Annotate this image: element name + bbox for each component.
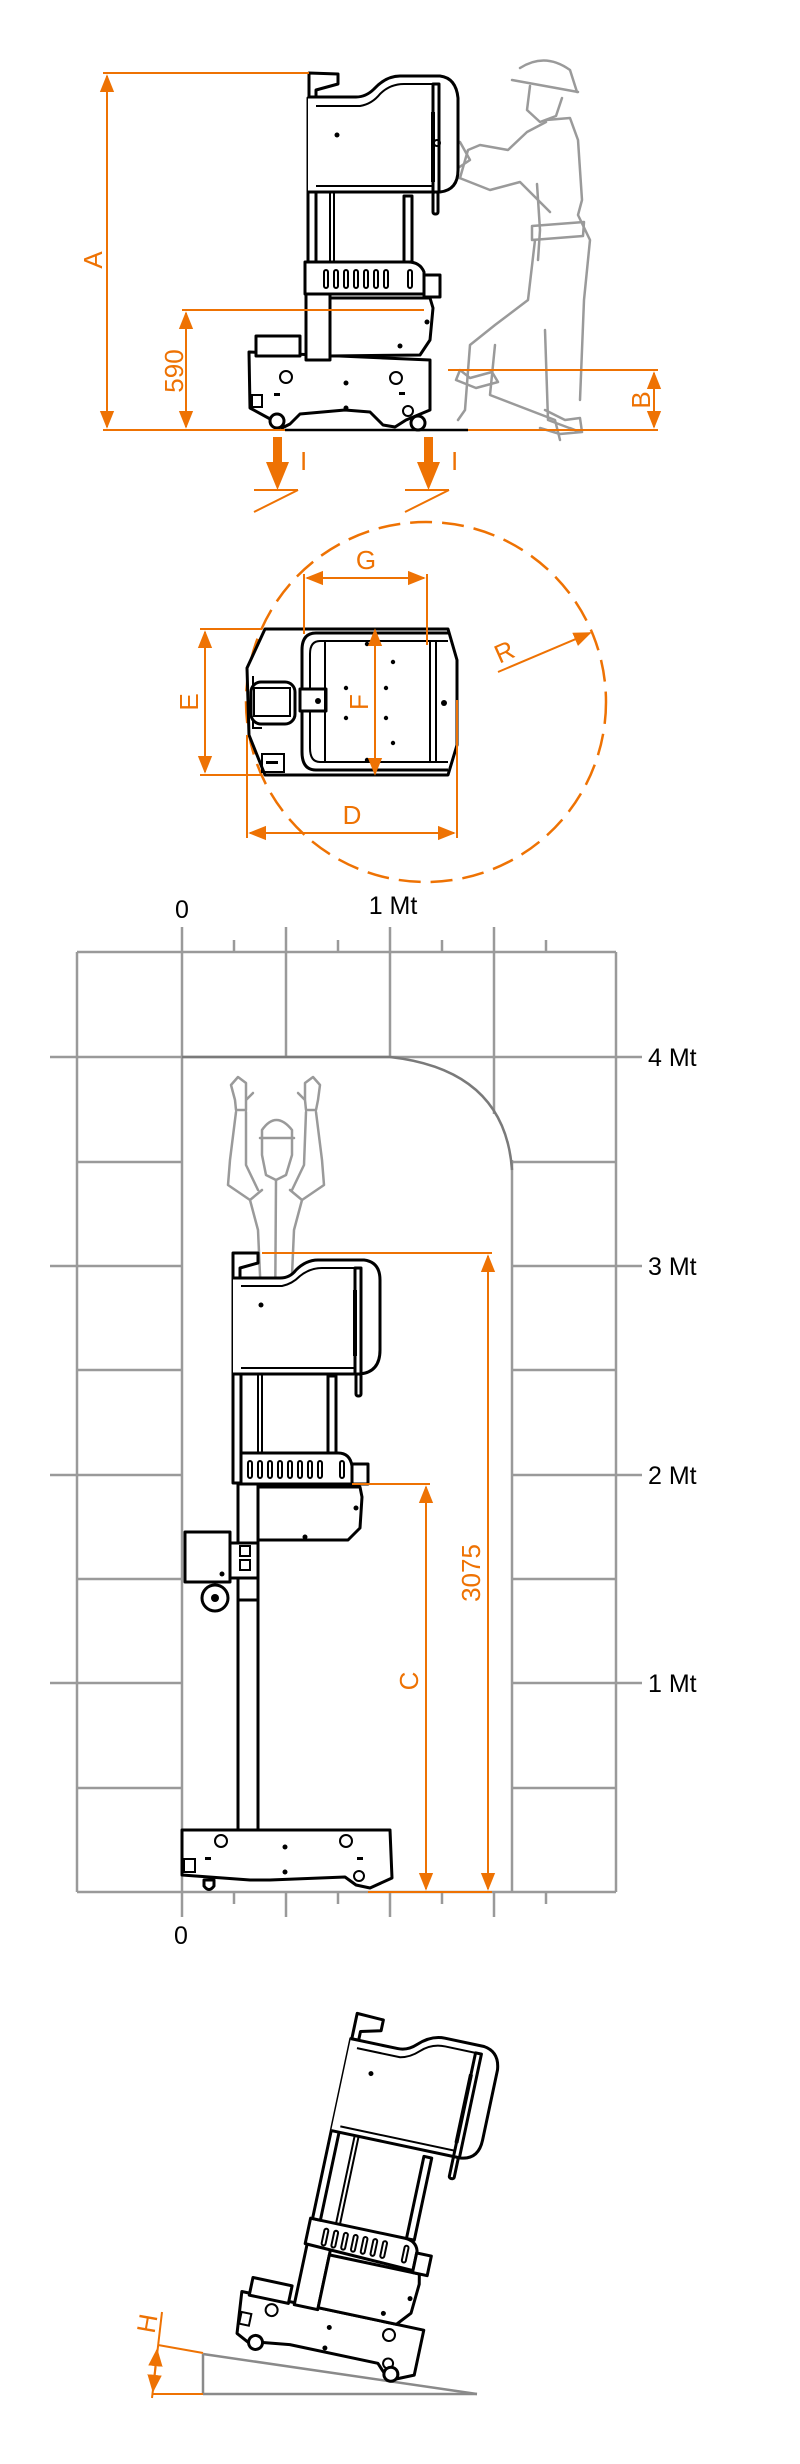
working-envelope: 0 1 Mt (50, 892, 697, 1950)
dimension-3075-label: 3075 (456, 1544, 486, 1602)
dimension-E: E (174, 628, 262, 776)
machine-elevated (180, 1251, 394, 1891)
operator-figure-icon (441, 59, 592, 442)
slope-view: H (131, 2011, 500, 2399)
dimension-B-label: B (626, 391, 656, 408)
dimension-H: H (131, 2312, 204, 2399)
top-scale (180, 927, 548, 952)
dimension-F-label: F (344, 694, 374, 710)
dimension-G: G (303, 545, 428, 645)
x-axis-bottom-label-0: 0 (174, 1922, 188, 1950)
y-axis-label-3m: 3 Mt (648, 1253, 697, 1281)
grid-lines (50, 950, 642, 1894)
side-view: A 590 B I I (78, 59, 662, 513)
load-arrow-rear-label: I (300, 446, 307, 476)
load-arrow-front-label: I (451, 446, 458, 476)
top-view: E G F D R (174, 520, 608, 884)
load-arrow-rear: I (253, 437, 307, 513)
y-axis-label-4m: 4 Mt (648, 1044, 697, 1072)
dimension-A-label: A (78, 251, 108, 269)
dimension-A: A (78, 72, 309, 431)
dimension-G-label: G (356, 545, 376, 575)
bottom-scale (180, 1892, 548, 1917)
dimension-3075: 3075 (262, 1252, 496, 1893)
dimension-D-label: D (343, 800, 362, 830)
machine-tilted (235, 2011, 500, 2383)
dimension-R: R (490, 632, 592, 673)
turning-circle (244, 520, 608, 884)
x-axis-top-label-1m: 1 Mt (369, 892, 418, 920)
envelope-boundary (182, 1055, 514, 1171)
dimension-F: F (344, 628, 383, 776)
dimension-H-label: H (131, 2312, 164, 2336)
dimension-C: C (352, 1483, 434, 1891)
dimension-E-label: E (174, 693, 204, 710)
dimension-platform-height: 590 (159, 309, 424, 429)
vent-slots (247, 1460, 345, 1479)
dimension-B: B (448, 369, 662, 431)
y-axis-label-1m: 1 Mt (648, 1670, 697, 1698)
x-axis-top-label-0: 0 (175, 896, 189, 924)
load-arrow-front: I (404, 437, 458, 513)
dimension-C-label: C (394, 1672, 424, 1691)
machine-top-view (245, 627, 459, 777)
dimension-D: D (246, 700, 458, 841)
vent-slots (323, 269, 413, 289)
y-axis-label-2m: 2 Mt (648, 1462, 697, 1490)
vent-slots (320, 2227, 410, 2264)
dimension-590-label: 590 (159, 349, 189, 392)
machine-side-view (247, 71, 460, 432)
